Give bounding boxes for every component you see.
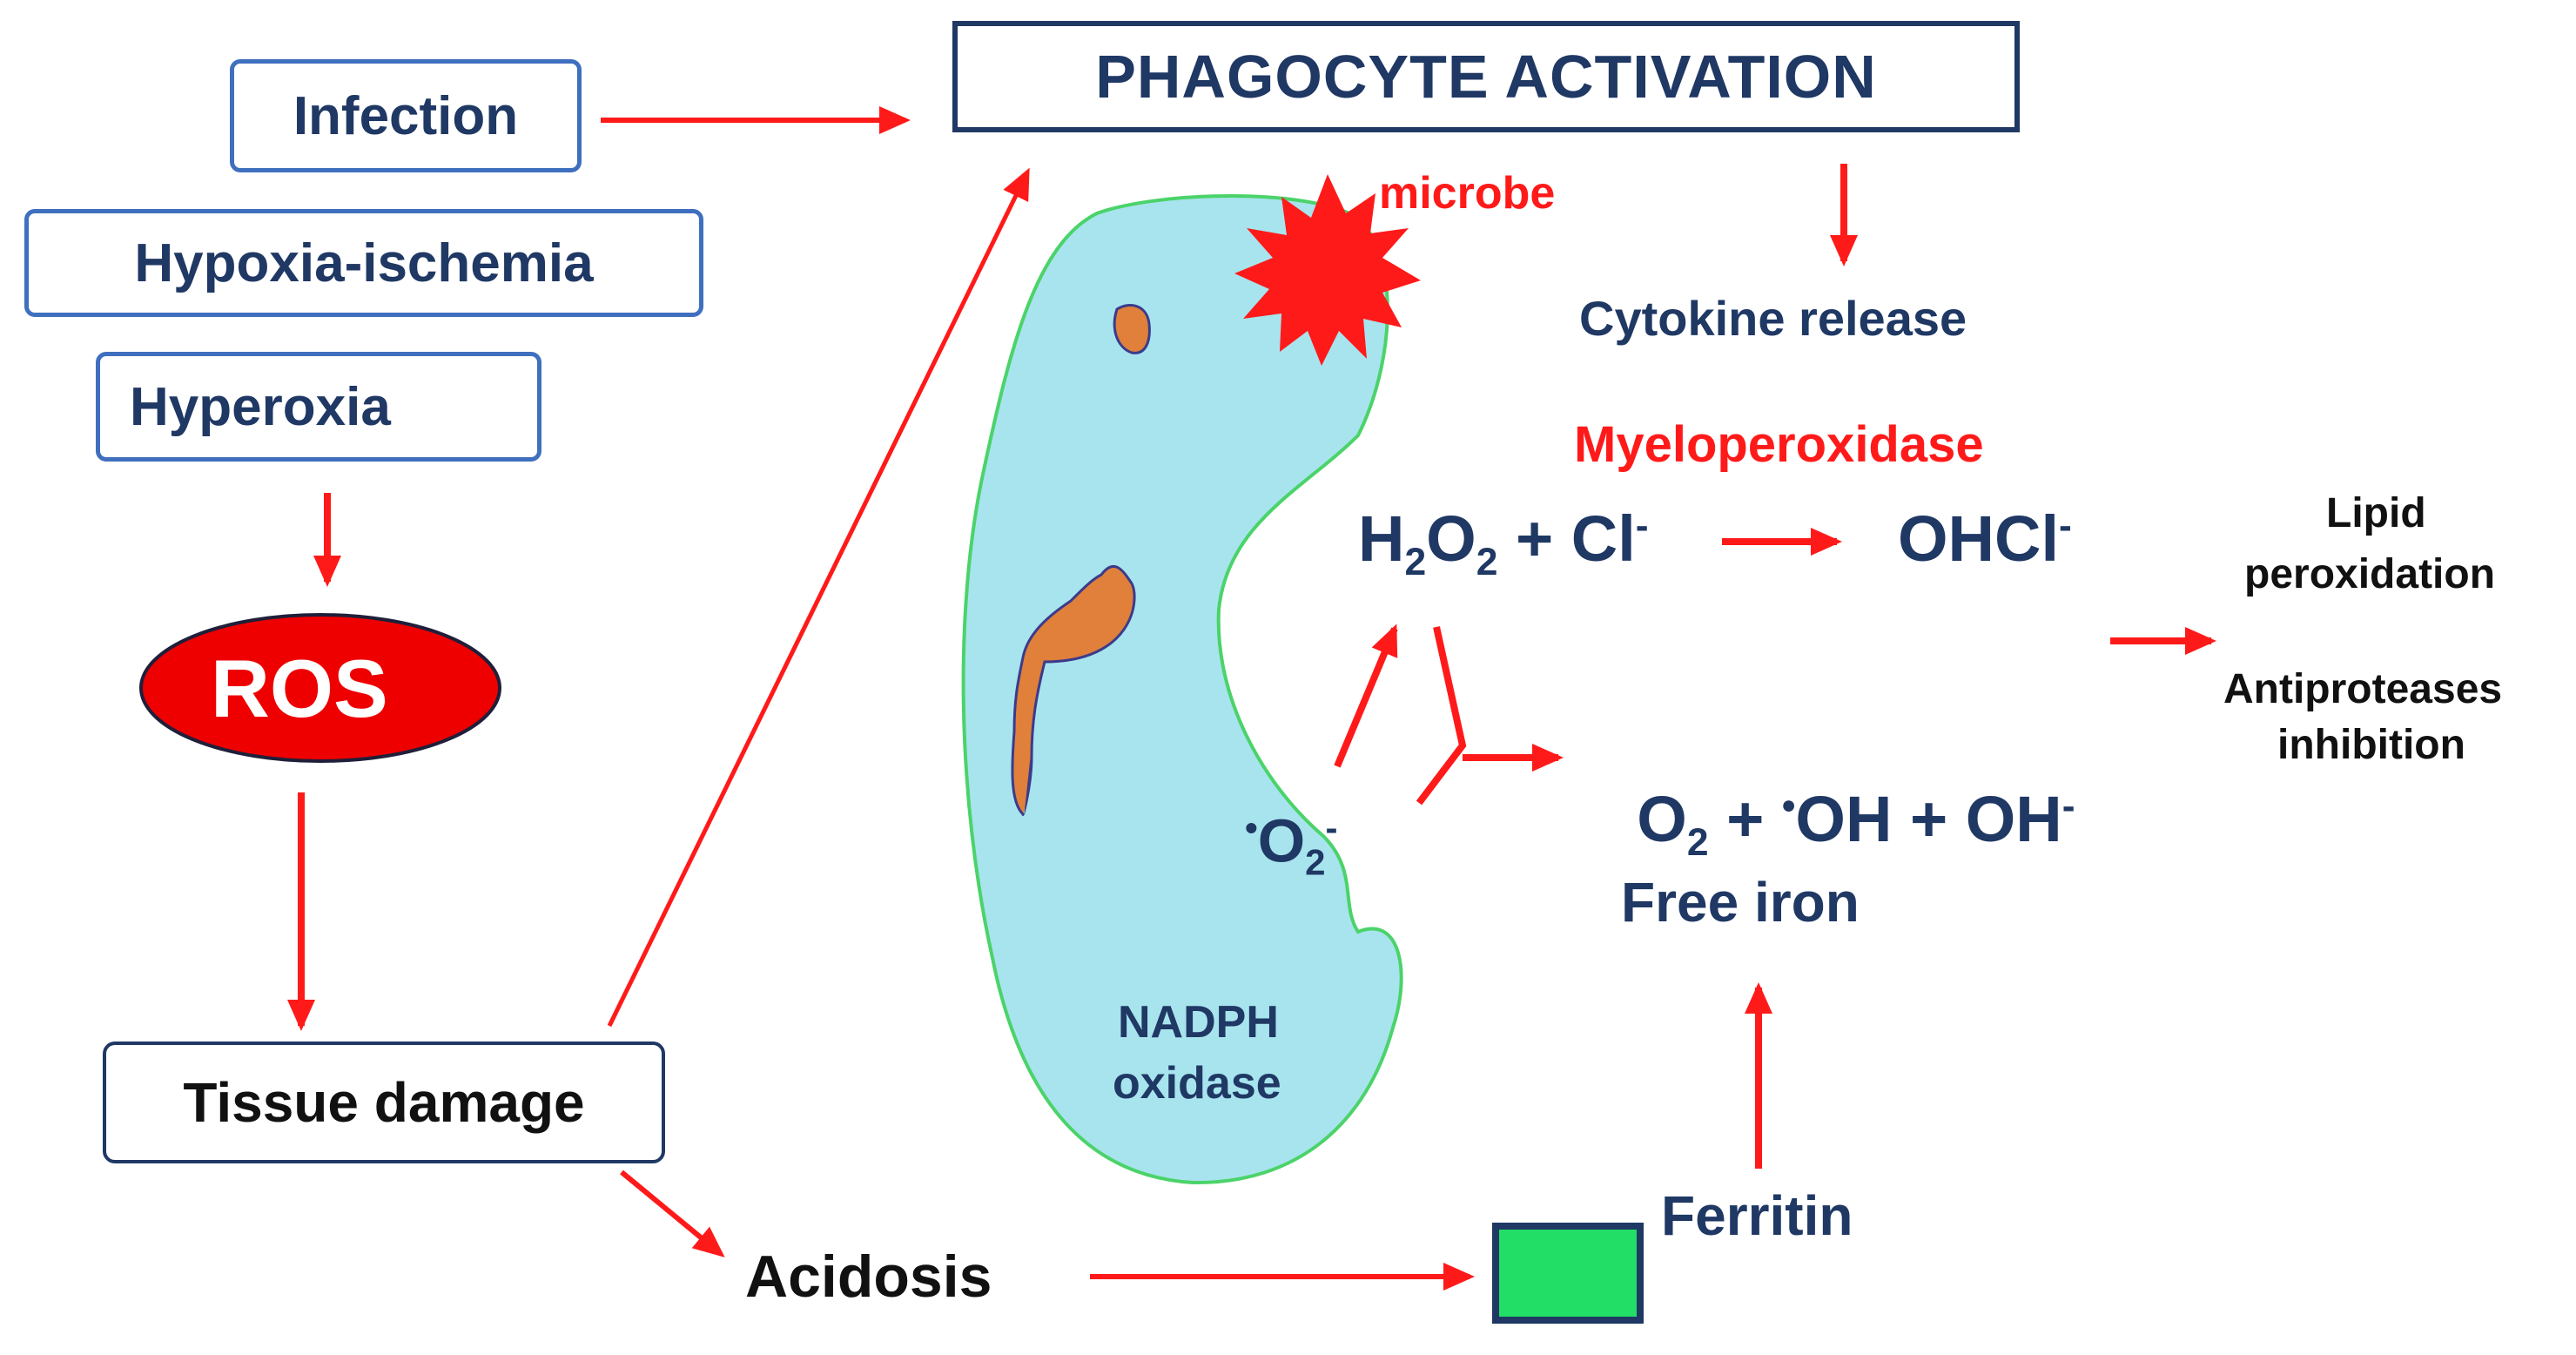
plus-sign: + xyxy=(1708,783,1782,855)
ros-ellipse xyxy=(139,613,501,763)
oh-text: OH + OH xyxy=(1795,783,2062,855)
tissue-damage-label: Tissue damage xyxy=(183,1071,585,1134)
h-subscript: 2 xyxy=(1404,540,1427,583)
ferritin-label: Ferritin xyxy=(1661,1184,1853,1247)
hyperoxia-label: Hyperoxia xyxy=(130,376,391,437)
acidosis-label: Acidosis xyxy=(745,1244,992,1310)
antiproteases-line1: Antiproteases xyxy=(2223,666,2503,712)
infection-label: Infection xyxy=(293,85,519,146)
cytokine-release-label: Cytokine release xyxy=(1579,291,1967,346)
free-iron-label: Free iron xyxy=(1621,871,1860,934)
phagocyte-activation-label: PHAGOCYTE ACTIVATION xyxy=(1095,43,1877,111)
hypoxia-box: Hypoxia-ischemia xyxy=(24,209,703,317)
ohcl-label: OHCl- xyxy=(1898,507,2072,571)
superoxide-superscript: - xyxy=(1325,807,1338,848)
arrow-tissue-to-activation xyxy=(607,167,1030,1028)
o2-subscript: 2 xyxy=(1686,820,1709,864)
organelle-small xyxy=(1113,304,1151,354)
ohcl-superscript: - xyxy=(2059,504,2072,548)
infection-box: Infection xyxy=(230,59,582,172)
ros-label: ROS xyxy=(211,643,388,734)
hyperoxia-box: Hyperoxia xyxy=(96,352,541,462)
nadph-line1: NADPH xyxy=(1118,997,1279,1048)
o-subscript: 2 xyxy=(1476,540,1498,583)
tissue-damage-box: Tissue damage xyxy=(103,1042,665,1163)
ferritin-box xyxy=(1492,1223,1644,1324)
h-symbol: H xyxy=(1358,502,1405,575)
superoxide-o: O xyxy=(1257,806,1306,875)
superoxide-subscript: 2 xyxy=(1305,841,1326,883)
microbe-label: microbe xyxy=(1379,168,1556,219)
microbe-starburst xyxy=(1234,174,1421,366)
myeloperoxidase-label: Myeloperoxidase xyxy=(1574,416,1984,473)
superoxide-dot: • xyxy=(1245,807,1258,848)
hydroxyl-dot: • xyxy=(1781,785,1796,828)
h2o2-cl-label: H2O2 + Cl- xyxy=(1358,507,1649,582)
plus-cl: + Cl xyxy=(1497,502,1636,575)
hypoxia-label: Hypoxia-ischemia xyxy=(134,233,594,293)
antiproteases-line2: inhibition xyxy=(2277,722,2465,768)
phagocyte-cell xyxy=(961,194,1403,1185)
o-symbol: O xyxy=(1426,502,1476,575)
hydroxyl-products-label: O2 + •OH + OH- xyxy=(1565,723,2075,927)
arrow-haber-weiss-branch xyxy=(1416,626,1467,806)
arrow-tissue-to-acidosis xyxy=(620,1170,725,1257)
cl-superscript: - xyxy=(1635,504,1649,548)
arrow-superoxide-to-h2o2 xyxy=(1334,624,1398,768)
o2-symbol: O xyxy=(1637,783,1687,855)
organelle-large xyxy=(1011,564,1136,816)
superoxide-label: •O2- xyxy=(1245,810,1338,880)
ohcl-text: OHCl xyxy=(1898,502,2059,575)
lipid-line2: peroxidation xyxy=(2244,551,2496,597)
lipid-line1: Lipid xyxy=(2326,490,2426,536)
nadph-line2: oxidase xyxy=(1113,1058,1281,1109)
oh-superscript: - xyxy=(2061,785,2075,828)
phagocyte-activation-box: PHAGOCYTE ACTIVATION xyxy=(952,21,2020,132)
